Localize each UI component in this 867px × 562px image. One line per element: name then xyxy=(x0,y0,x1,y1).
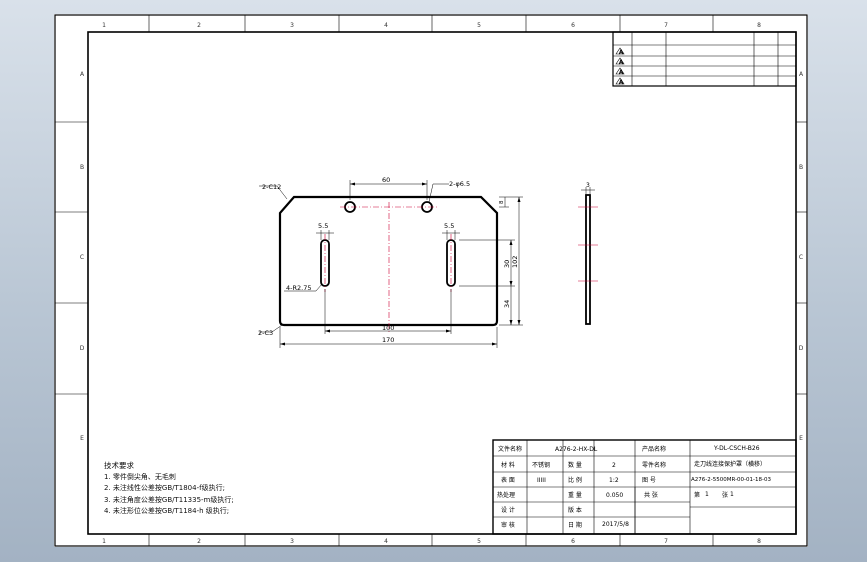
zone-row-e-left: E xyxy=(80,435,84,442)
tb-r4-label4: 第 xyxy=(694,491,700,499)
tb-r2-label1: 材 料 xyxy=(501,461,515,469)
dim-slot-length: 30 xyxy=(503,260,511,268)
zone-row-b-left: B xyxy=(80,164,84,171)
side-plate-outline xyxy=(585,194,591,325)
revision-mark-4: A xyxy=(619,79,624,86)
revision-mark-2: A xyxy=(619,59,624,66)
tb-r3-label1: 表 面 xyxy=(501,476,515,484)
drawing-canvas: 1 2 3 4 5 6 7 8 1 2 3 4 5 6 7 8 A B C D xyxy=(54,14,808,547)
tb-r4-value2: 0.050 xyxy=(606,492,623,499)
revision-mark-3: A xyxy=(619,69,624,76)
zone-col-8-top: 8 xyxy=(757,22,761,29)
outer-frame xyxy=(54,14,808,547)
front-view: 2-C12 60 2-φ6.5 5.5 5.5 4-R2.75 2-C3 100… xyxy=(258,176,523,348)
tb-r4-page-no: 1 xyxy=(705,491,709,498)
zone-col-2-top: 2 xyxy=(197,22,201,29)
zone-col-8-bottom: 8 xyxy=(757,538,761,545)
tb-r6-value2: 2017/5/8 xyxy=(602,521,629,528)
side-view: 3 xyxy=(578,182,598,325)
tb-r4-label2: 重 量 xyxy=(568,491,582,499)
zone-col-6-bottom: 6 xyxy=(571,538,575,545)
dim-overall-height: 102 xyxy=(511,256,519,268)
tb-r6-label1: 审 核 xyxy=(501,521,515,529)
tech-req-item-2: 2. 未注线性公差按GB/T1804-f级执行; xyxy=(104,484,225,492)
zone-col-5-bottom: 5 xyxy=(477,538,481,545)
tb-r4-label5: 张 xyxy=(722,491,728,499)
revision-mark-1: A xyxy=(619,49,624,56)
zone-col-7-top: 7 xyxy=(664,22,668,29)
tb-r1-value1: A276-2-HX-DL xyxy=(555,446,598,453)
tech-req-heading: 技术要求 xyxy=(104,461,134,470)
dim-chamfer-top: 2-C12 xyxy=(262,183,281,191)
tb-r3-value1: IIIII xyxy=(537,477,546,484)
dim-slot-radius: 4-R2.75 xyxy=(286,284,311,292)
tb-r3-value3: A276-2-5500MR-00-01-18-03 xyxy=(691,477,772,483)
drawing-sheet: 1 2 3 4 5 6 7 8 1 2 3 4 5 6 7 8 A B C D xyxy=(54,14,808,547)
zone-col-6-top: 6 xyxy=(571,22,575,29)
zone-col-4-top: 4 xyxy=(384,22,388,29)
dim-corner-bottom: 2-C3 xyxy=(258,329,273,337)
dim-slot-width-left: 5.5 xyxy=(318,222,328,230)
zone-col-1-bottom: 1 xyxy=(102,538,106,545)
tb-r5-label1: 设 计 xyxy=(501,506,515,514)
zone-row-c-right: C xyxy=(799,254,803,261)
tb-r4-page-total: 1 xyxy=(730,491,734,498)
revision-triangle-icons xyxy=(615,47,625,85)
dim-hole-spacing: 60 xyxy=(382,176,390,184)
tb-r5-label2: 版 本 xyxy=(568,506,582,514)
zone-col-5-top: 5 xyxy=(477,22,481,29)
dimension-arrows xyxy=(280,182,521,346)
inner-frame xyxy=(87,31,797,535)
tb-r1-label1: 文件名称 xyxy=(498,445,522,453)
tb-r2-value3: 走刀线连接保护罩（横移） xyxy=(694,460,766,468)
tb-r2-label2: 数 量 xyxy=(568,461,582,469)
zone-row-c-left: C xyxy=(80,254,84,261)
zone-row-a-left: A xyxy=(80,71,85,78)
centerlines xyxy=(324,202,452,332)
tb-r1-label2: 产品名称 xyxy=(642,445,666,453)
tech-req-item-4: 4. 未注形位公差按GB/T1184-h 级执行; xyxy=(104,507,230,515)
dim-thickness: 3 xyxy=(586,182,590,189)
side-centerlines xyxy=(578,206,598,282)
tech-req-item-1: 1. 零件倒尖角、无毛刺 xyxy=(104,472,176,481)
tb-r3-label2: 比 例 xyxy=(568,476,582,484)
zone-col-1-top: 1 xyxy=(102,22,106,29)
dim-hole-callout: 2-φ6.5 xyxy=(449,180,470,188)
tb-r2-label3: 零件名称 xyxy=(642,461,666,469)
title-block: 文件名称 A276-2-HX-DL 产品名称 Y-DL-CSCH-B26 材 料… xyxy=(492,439,797,535)
dim-top-small: 8 xyxy=(499,200,505,204)
technical-requirements: 技术要求 1. 零件倒尖角、无毛刺 2. 未注线性公差按GB/T1804-f级执… xyxy=(104,460,234,518)
zone-row-d-right: D xyxy=(799,345,804,352)
dim-slot-bottom-offset: 34 xyxy=(503,300,511,308)
zone-row-e-right: E xyxy=(799,435,803,442)
plate-outline xyxy=(278,195,499,327)
zone-col-4-bottom: 4 xyxy=(384,538,388,545)
tb-r4-label3: 共 张 xyxy=(644,491,658,499)
tb-r2-value1: 不锈钢 xyxy=(532,461,550,469)
dim-overall-width: 170 xyxy=(382,336,394,344)
zone-ticks xyxy=(55,15,807,546)
tb-r6-label2: 日 期 xyxy=(568,521,582,529)
tb-r1-value2: Y-DL-CSCH-B26 xyxy=(713,445,760,452)
dim-slot-width-right: 5.5 xyxy=(444,222,454,230)
zone-col-7-bottom: 7 xyxy=(664,538,668,545)
tech-req-item-3: 3. 未注角度公差按GB/T11335-m级执行; xyxy=(104,495,234,504)
tb-r3-label3: 图 号 xyxy=(642,477,656,484)
zone-row-d-left: D xyxy=(80,345,85,352)
tb-r3-value2: 1:2 xyxy=(609,477,619,484)
zone-row-a-right: A xyxy=(799,71,804,78)
tb-r2-value2: 2 xyxy=(612,462,616,469)
zone-col-3-top: 3 xyxy=(290,22,294,29)
dim-slot-spacing: 100 xyxy=(382,324,394,332)
zone-row-b-right: B xyxy=(799,164,803,171)
zone-col-2-bottom: 2 xyxy=(197,538,201,545)
tb-r4-label1: 热处理 xyxy=(497,491,515,499)
zone-col-3-bottom: 3 xyxy=(290,538,294,545)
revision-table: A A A A xyxy=(612,31,797,87)
